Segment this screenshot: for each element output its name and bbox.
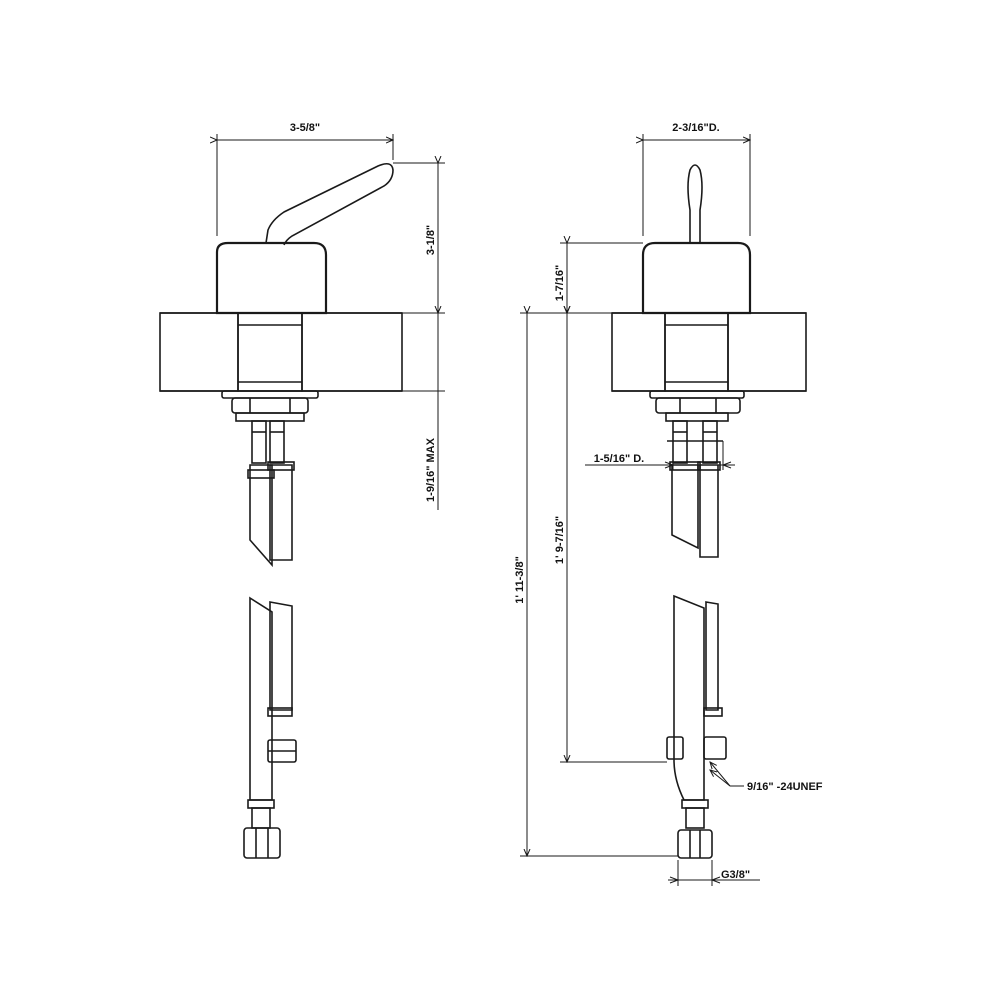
mounting-nut <box>221 390 319 422</box>
valve-body <box>215 241 328 315</box>
front-view: 2-3/16"D. 1-7/16" 1-5/16" D. 1' 9-7/16" … <box>514 122 823 886</box>
dim-label: G3/8" <box>721 869 750 881</box>
dim-label: 2-3/16"D. <box>672 122 719 134</box>
braided-hose-lower <box>249 596 297 801</box>
dimension-side-max-thickness: 1-9/16" MAX <box>402 313 445 510</box>
braided-hose-upper <box>247 461 295 568</box>
dimension-front-total-length: 1' 11-3/8" <box>514 313 678 856</box>
dimension-front-body-height: 1-7/16" <box>520 243 643 313</box>
dimension-fitting-size: G3/8" <box>668 860 760 886</box>
braided-hose-upper-front <box>669 461 721 558</box>
dim-label: 1-9/16" MAX <box>425 437 437 502</box>
dimension-side-height: 3-1/8" <box>393 163 445 313</box>
supply-pipes-upper <box>251 420 285 464</box>
side-view: 3-5/8" 3-1/8" 1-9/16" MAX <box>159 122 445 859</box>
dim-label: 3-5/8" <box>290 122 320 134</box>
dimension-side-width: 3-5/8" <box>217 122 393 236</box>
lever-handle-front <box>687 164 703 243</box>
mounting-shank-front <box>664 312 729 392</box>
dimension-front-hose-length: 1' 9-7/16" <box>554 313 667 762</box>
mounting-shank <box>237 312 303 392</box>
lever-handle <box>265 162 394 246</box>
mounting-nut-front <box>649 390 745 422</box>
dim-label: 1' 9-7/16" <box>554 516 566 564</box>
dim-label: 1' 11-3/8" <box>514 556 526 604</box>
dim-label: 3-1/8" <box>425 225 437 255</box>
dimension-front-diameter: 2-3/16"D. <box>643 122 750 236</box>
valve-body-front <box>641 241 752 315</box>
dimension-front-shank: 1-5/16" D. <box>585 441 735 470</box>
callout-thread-spec: 9/16" -24UNEF <box>710 762 823 793</box>
supply-pipes-upper-front <box>667 420 723 464</box>
bottom-fitting-front <box>677 799 713 859</box>
braided-hose-lower-front <box>666 594 727 801</box>
thread-spec-label: 9/16" -24UNEF <box>747 781 823 793</box>
dim-label: 1-5/16" D. <box>594 453 644 465</box>
bottom-fitting <box>243 799 281 859</box>
dim-label: 1-7/16" <box>554 265 566 301</box>
